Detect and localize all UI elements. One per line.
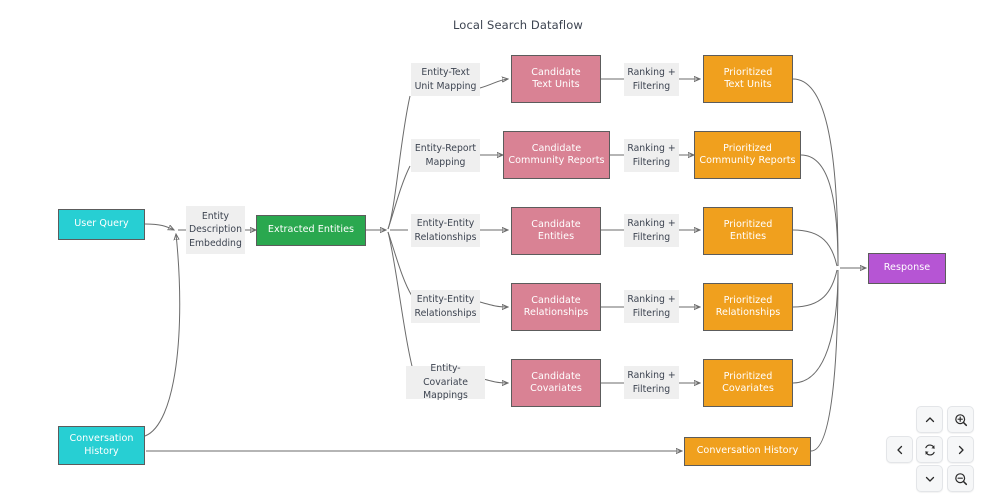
pan-up-button[interactable] (916, 406, 943, 433)
node-prioritized-entities[interactable]: Prioritized Entities (703, 207, 793, 255)
edge-history-out-to-merge (810, 271, 839, 452)
label-entity-entity-relationships-2: Entity-Entity Relationships (411, 290, 480, 323)
magnifier-plus-icon (954, 413, 967, 426)
node-user-query[interactable]: User Query (58, 209, 145, 240)
edge-fanout-row5 (387, 231, 415, 375)
label-ranking-filtering-3: Ranking + Filtering (624, 214, 679, 247)
label-entity-text-unit-mapping: Entity-Text Unit Mapping (411, 63, 480, 96)
node-response[interactable]: Response (868, 253, 946, 284)
pan-right-button[interactable] (947, 436, 974, 463)
node-conversation-history-input[interactable]: Conversation History (58, 426, 145, 465)
node-prioritized-relationships[interactable]: Prioritized Relationships (703, 283, 793, 331)
edge-prioritized1-to-merge (792, 78, 839, 267)
chevron-up-icon (925, 416, 934, 422)
label-entity-description-embedding: Entity Description Embedding (186, 206, 245, 254)
node-conversation-history-output[interactable]: Conversation History (684, 437, 811, 466)
reset-view-button[interactable] (916, 436, 943, 463)
label-entity-report-mapping: Entity-Report Mapping (411, 139, 480, 172)
edge-map4-to-candidate4 (479, 301, 508, 307)
zoom-out-button[interactable] (947, 465, 974, 492)
magnifier-minus-icon (954, 472, 967, 485)
node-candidate-community-reports[interactable]: Candidate Community Reports (503, 131, 610, 179)
node-extracted-entities[interactable]: Extracted Entities (256, 215, 366, 246)
edge-history-to-junction (144, 234, 181, 437)
edge-prioritized3-to-merge (792, 229, 838, 267)
node-prioritized-text-units[interactable]: Prioritized Text Units (703, 55, 793, 103)
edge-user-query-to-junction (144, 223, 174, 230)
edge-prioritized4-to-merge (792, 269, 838, 308)
chevron-left-icon (896, 445, 902, 454)
zoom-in-button[interactable] (947, 406, 974, 433)
pan-zoom-controls[interactable] (886, 406, 974, 492)
node-candidate-relationships[interactable]: Candidate Relationships (511, 283, 601, 331)
chevron-right-icon (958, 445, 964, 454)
edge-fanout-row2 (387, 165, 411, 230)
edge-map1-to-candidate1 (479, 79, 508, 89)
chevron-down-icon (925, 476, 934, 482)
pan-left-button[interactable] (886, 436, 913, 463)
label-entity-entity-relationships-1: Entity-Entity Relationships (411, 214, 480, 247)
label-ranking-filtering-4: Ranking + Filtering (624, 290, 679, 323)
node-candidate-entities[interactable]: Candidate Entities (511, 207, 601, 255)
label-ranking-filtering-2: Ranking + Filtering (624, 139, 679, 172)
node-candidate-covariates[interactable]: Candidate Covariates (511, 359, 601, 407)
edge-fanout-row1 (387, 95, 411, 230)
edge-prioritized2-to-merge (800, 154, 839, 267)
refresh-icon (924, 443, 935, 456)
label-ranking-filtering-5: Ranking + Filtering (624, 366, 679, 399)
node-prioritized-community-reports[interactable]: Prioritized Community Reports (694, 131, 801, 179)
node-candidate-text-units[interactable]: Candidate Text Units (511, 55, 601, 103)
label-entity-covariate-mappings: Entity-Covariate Mappings (406, 363, 485, 401)
diagram-title: Local Search Dataflow (453, 18, 583, 32)
pan-down-button[interactable] (916, 465, 943, 492)
node-prioritized-covariates[interactable]: Prioritized Covariates (703, 359, 793, 407)
label-ranking-filtering-1: Ranking + Filtering (624, 63, 679, 96)
edge-fanout-row4 (387, 231, 413, 297)
